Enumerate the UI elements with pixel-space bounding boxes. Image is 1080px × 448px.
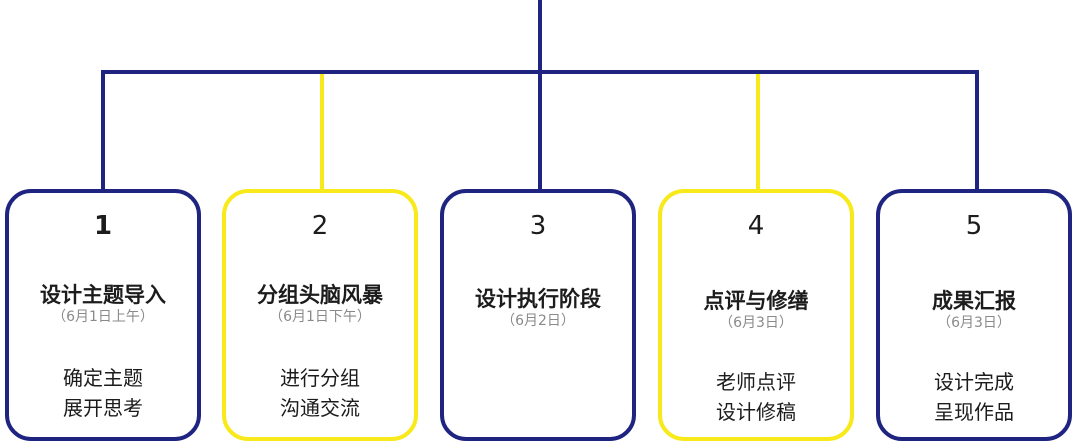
stage-date: （6月2日） [501,313,575,329]
stage-title: 点评与修缮 [703,289,809,313]
stage-description-line: 沟通交流 [280,396,360,420]
stage-title: 设计执行阶段 [475,287,601,311]
stage-date: （6月3日） [719,315,793,331]
stage-description-line: 展开思考 [63,396,143,420]
stage-description-line: 设计完成 [934,370,1014,394]
stage-number: 1 [93,211,113,241]
stage-card-5: 5 成果汇报 （6月3日） 设计完成 呈现作品 [876,189,1072,441]
stage-description-line: 确定主题 [63,366,143,390]
stage-description: 设计完成 呈现作品 [880,367,1068,427]
stage-description: 老师点评 设计修稿 [662,367,850,427]
stage-date: （6月1日上午） [52,309,154,325]
stage-description-line: 设计修稿 [716,400,796,424]
stage-title: 设计主题导入 [40,283,166,307]
stage-card-2: 2 分组头脑风暴 （6月1日下午） 进行分组 沟通交流 [222,189,418,441]
stage-description-line: 进行分组 [280,366,360,390]
stage-description: 确定主题 展开思考 [9,363,197,423]
stage-card-3: 3 设计执行阶段 （6月2日） [440,189,636,441]
stage-number: 5 [965,211,983,241]
stage-number: 3 [529,211,547,241]
stage-number: 2 [311,211,329,241]
stage-date: （6月1日下午） [269,309,371,325]
stage-number: 4 [747,211,765,241]
stage-card-4: 4 点评与修缮 （6月3日） 老师点评 设计修稿 [658,189,854,441]
stage-description: 进行分组 沟通交流 [226,363,414,423]
stage-description-line: 呈现作品 [934,400,1014,424]
stage-card-1: 1 设计主题导入 （6月1日上午） 确定主题 展开思考 [5,189,201,441]
stage-title: 分组头脑风暴 [257,283,383,307]
stage-date: （6月3日） [937,315,1011,331]
stage-title: 成果汇报 [932,289,1016,313]
stage-description-line: 老师点评 [716,370,796,394]
